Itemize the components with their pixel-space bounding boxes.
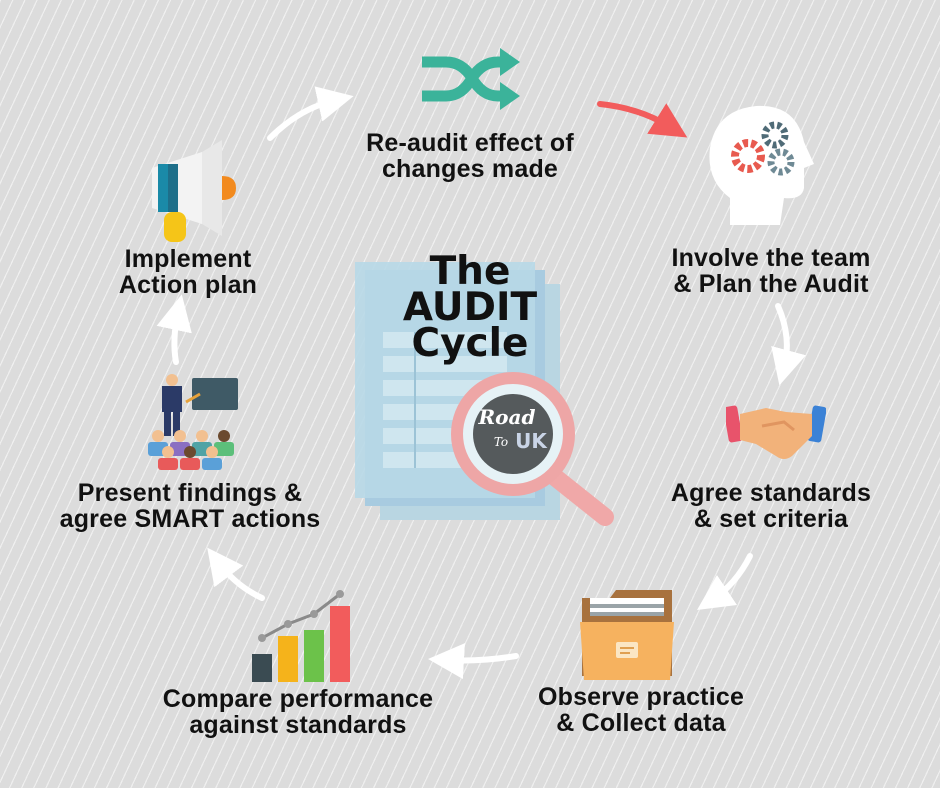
arrow-compare-to-present xyxy=(207,547,265,601)
step-reaudit-label: Re-audit effect of changes made xyxy=(342,130,598,182)
diagram-title: The AUDIT Cycle xyxy=(390,249,550,366)
step-present-line-2: agree SMART actions xyxy=(59,505,321,533)
shuffle-icon xyxy=(422,48,520,110)
title-line-3: Cycle xyxy=(411,321,529,366)
step-reaudit-line-2: changes made xyxy=(381,155,559,183)
megaphone-icon xyxy=(152,140,236,242)
arrow-observe-to-compare xyxy=(428,643,519,680)
head-gears-icon xyxy=(709,105,814,225)
step-involve-line-2: & Plan the Audit xyxy=(673,270,869,298)
logo-text-to: To xyxy=(494,435,508,449)
logo-text-uk: UK xyxy=(515,429,548,453)
logo-badge xyxy=(473,394,553,474)
title-line-2: AUDIT xyxy=(402,285,538,330)
step-implement-label: Implement Action plan xyxy=(88,246,288,298)
arrow-agree-to-observe xyxy=(697,553,753,610)
folder-icon xyxy=(580,590,674,680)
step-observe-line-2: & Collect data xyxy=(556,709,726,737)
step-compare-line-1: Compare performance xyxy=(162,685,434,713)
document-magnifier-icon: Road To UK xyxy=(355,262,614,526)
arrow-reaudit-to-involve xyxy=(597,101,688,138)
arrow-involve-to-agree xyxy=(771,303,807,386)
bar-chart-icon xyxy=(252,590,350,682)
step-implement-line-1: Implement xyxy=(124,245,252,273)
step-agree-line-1: Agree standards xyxy=(670,479,872,507)
step-observe-label: Observe practice & Collect data xyxy=(514,684,768,736)
step-agree-label: Agree standards & set criteria xyxy=(645,480,897,532)
step-observe-line-1: Observe practice xyxy=(537,683,745,711)
step-implement-line-2: Action plan xyxy=(118,271,258,299)
step-involve-line-1: Involve the team xyxy=(671,244,871,272)
step-involve-label: Involve the team & Plan the Audit xyxy=(640,245,902,297)
presentation-icon xyxy=(148,374,238,470)
logo-text-road: Road xyxy=(478,405,536,429)
arrow-present-to-implement xyxy=(156,294,192,365)
step-compare-label: Compare performance against standards xyxy=(142,686,454,738)
step-agree-line-2: & set criteria xyxy=(693,505,849,533)
step-reaudit-line-1: Re-audit effect of xyxy=(366,129,574,157)
step-present-label: Present findings & agree SMART actions xyxy=(40,480,340,532)
step-present-line-1: Present findings & xyxy=(77,479,303,507)
handshake-icon xyxy=(726,405,826,459)
step-compare-line-2: against standards xyxy=(189,711,407,739)
arrow-implement-to-reaudit xyxy=(267,86,354,141)
title-line-1: The xyxy=(429,249,511,294)
